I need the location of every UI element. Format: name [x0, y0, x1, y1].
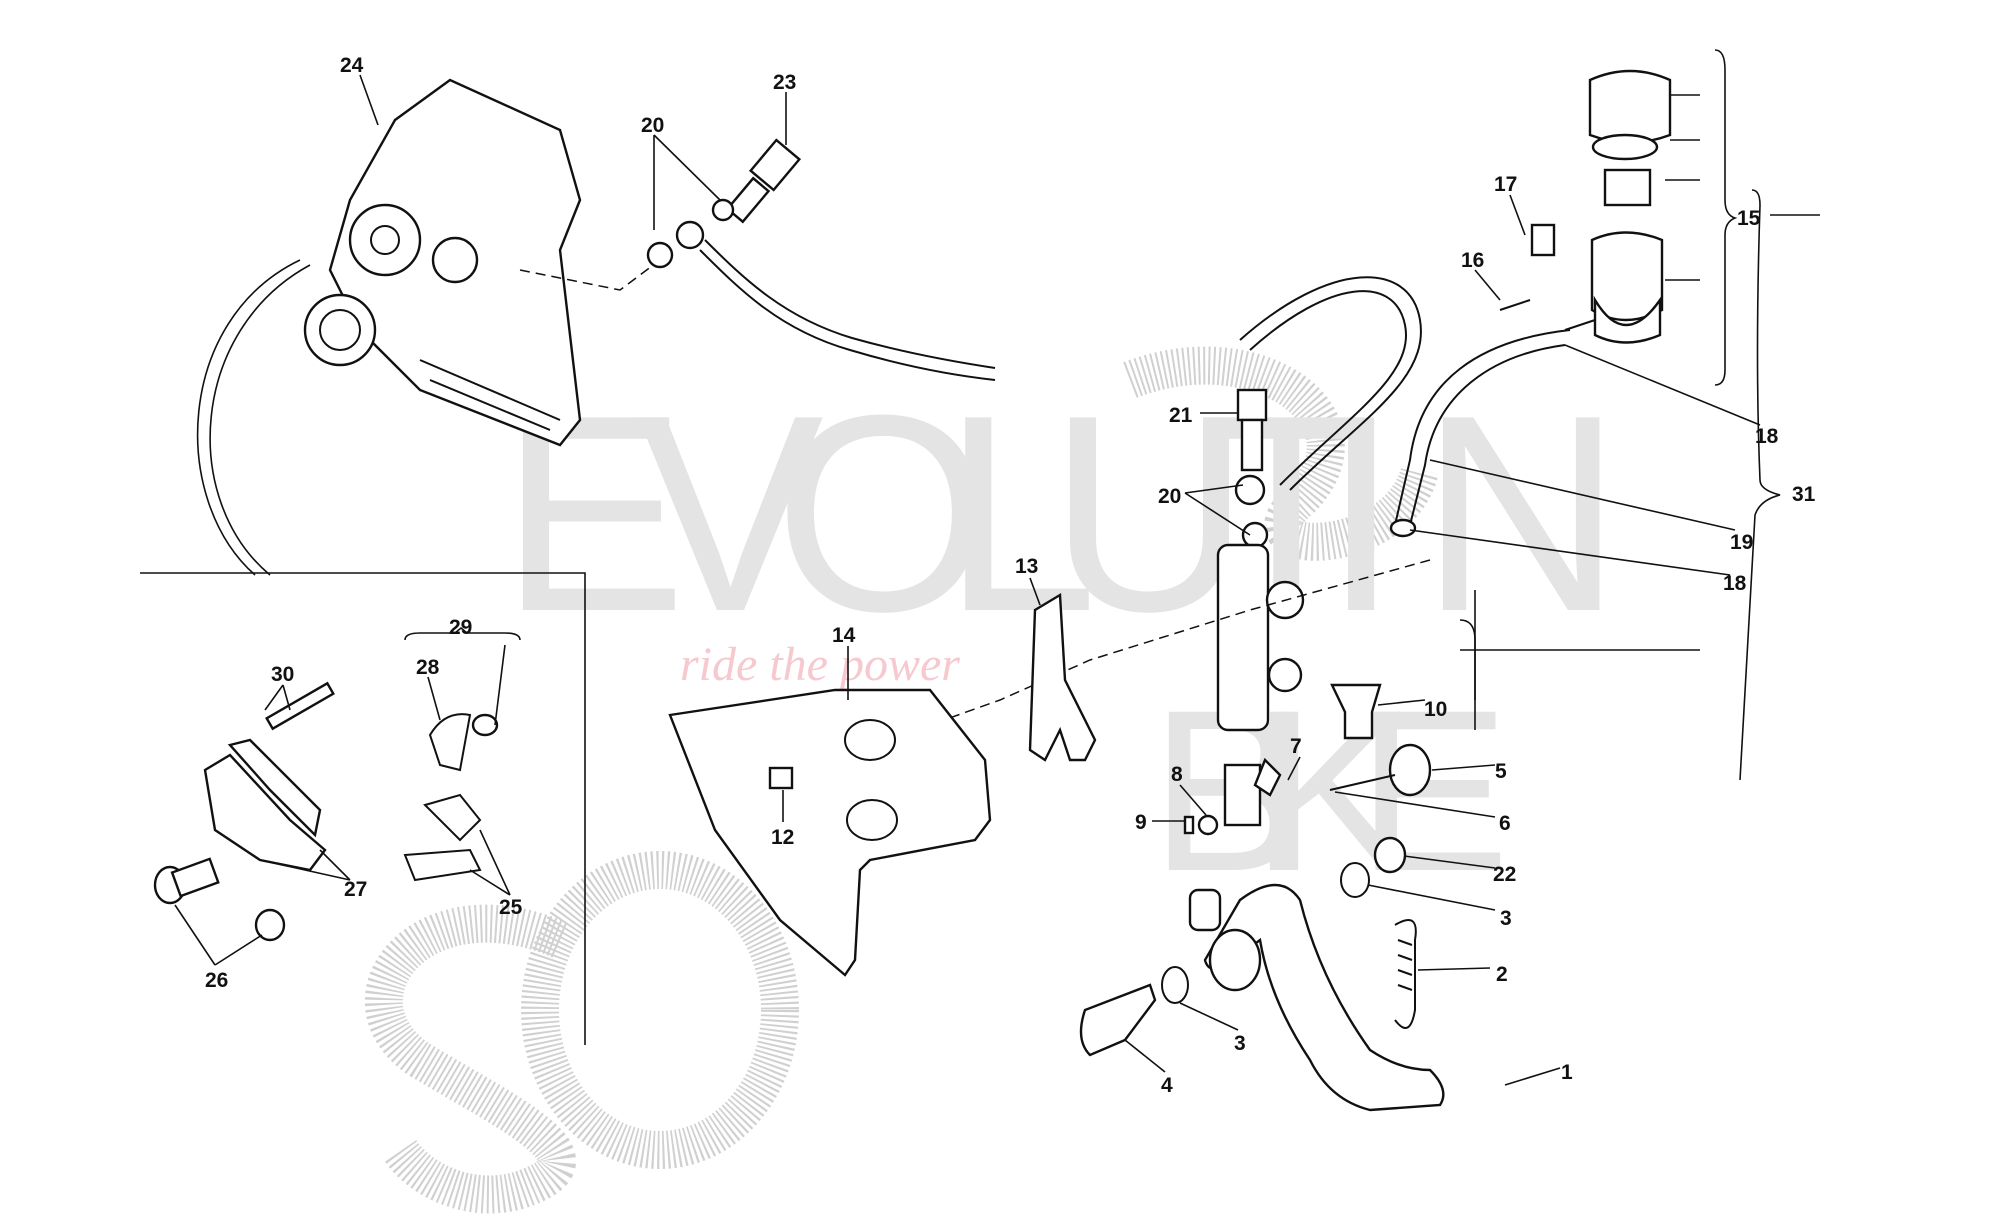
callout-9: 9: [1135, 811, 1147, 834]
callout-10: 10: [1424, 698, 1447, 721]
bolt: [1329, 774, 1396, 791]
callout-14: 14: [832, 624, 856, 647]
callout-labels: 24 23 20 17 16 15 21 20 18 19 31 18 13 1…: [205, 54, 1816, 1097]
callout-27: 27: [344, 878, 367, 901]
watermark-tagline: ride the power: [680, 638, 960, 691]
callout-18: 18: [1755, 425, 1779, 448]
callout-24: 24: [340, 54, 364, 77]
callout-19: 19: [1730, 531, 1753, 554]
callout-20: 20: [641, 114, 664, 137]
callout-5: 5: [1495, 760, 1507, 783]
callout-16: 16: [1461, 249, 1484, 272]
boot: [1330, 683, 1382, 740]
master-cylinder: [1183, 276, 1422, 836]
brake-fluid-reservoir: [1389, 49, 1738, 538]
callout-7: 7: [1290, 735, 1302, 758]
callout-30: 30: [271, 663, 294, 686]
callout-23: 23: [773, 71, 796, 94]
callout-21: 21: [1169, 404, 1193, 427]
watermark: EVOLUTI N BIKE ride the power: [364, 346, 1622, 1214]
heel-guard: [668, 688, 992, 977]
callout-6: 6: [1499, 812, 1511, 835]
brake-caliper: [196, 78, 582, 576]
callout-17: 17: [1494, 173, 1517, 196]
callout-2: 2: [1496, 963, 1508, 986]
callout-28: 28: [416, 656, 440, 679]
callout-20b: 20: [1158, 485, 1181, 508]
brake-hose-rear: [646, 138, 996, 381]
callout-25: 25: [499, 896, 523, 919]
callout-31: 31: [1792, 483, 1816, 506]
brake-pads: [153, 626, 521, 942]
callout-26: 26: [205, 969, 228, 992]
washer: [1373, 836, 1407, 874]
callout-18b: 18: [1723, 572, 1747, 595]
callout-8: 8: [1171, 763, 1183, 786]
callout-15: 15: [1737, 207, 1761, 230]
watermark-bike: BIKE: [1150, 662, 1510, 919]
callout-13: 13: [1015, 555, 1038, 578]
inset-frame: [140, 572, 586, 1045]
callout-4: 4: [1161, 1074, 1173, 1097]
callout-29: 29: [449, 616, 472, 639]
callout-12: 12: [771, 826, 794, 849]
spacer: [1388, 743, 1432, 797]
watermark-n: N: [1420, 358, 1622, 670]
leader-lines: [174, 74, 1820, 1086]
brake-pedal: [1079, 883, 1445, 1112]
callout-3b: 3: [1234, 1032, 1246, 1055]
callout-3: 3: [1500, 907, 1512, 930]
callout-1: 1: [1561, 1061, 1573, 1084]
callout-22: 22: [1493, 863, 1516, 886]
o-ring: [1340, 862, 1370, 898]
bracket: [1028, 592, 1097, 762]
